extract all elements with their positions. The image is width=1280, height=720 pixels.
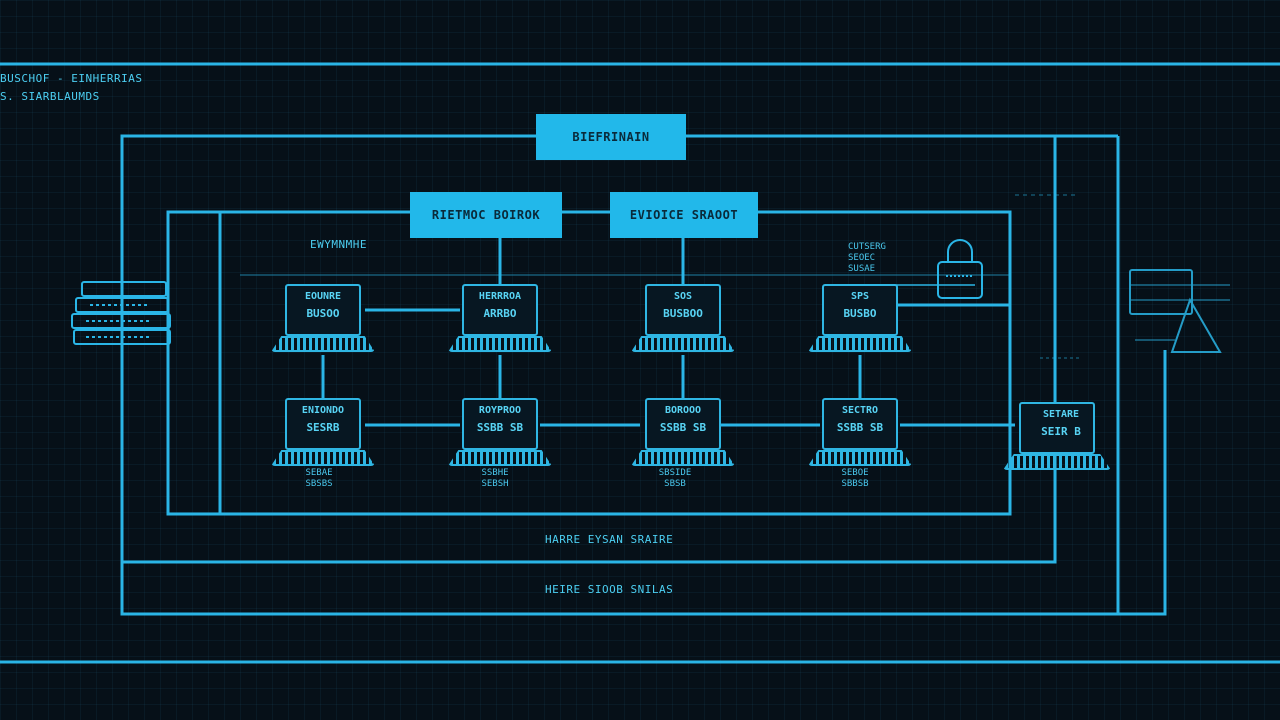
laptop-caption: SEBOE SBBSB <box>841 468 869 489</box>
laptop-subtitle: BUSBO <box>843 307 877 320</box>
security-tag: CUTSERG SEOEC SUSAE <box>848 242 886 274</box>
keyboard-icon <box>631 450 735 466</box>
keyboard-icon <box>808 336 912 352</box>
laptop-subtitle: SSBB SB <box>476 421 524 434</box>
laptop-subtitle: SEIR B <box>1041 425 1081 438</box>
laptop-subtitle: SSBB SB <box>659 421 707 434</box>
top-hub-box[interactable]: BIEFRINAIN <box>536 114 686 160</box>
laptop-title: SETARE <box>1042 409 1080 420</box>
laptop-node-bottom-4[interactable]: SECTRO SSBB SB <box>808 398 912 470</box>
laptop-node-right[interactable]: SETARE SEIR B <box>1003 402 1111 474</box>
monitor-cluster-icon <box>1129 269 1230 353</box>
laptop-title: EOUNRE <box>304 291 342 302</box>
lock-icon <box>937 239 983 299</box>
keyboard-icon <box>448 450 552 466</box>
laptop-subtitle: SSBB SB <box>836 421 884 434</box>
left-network-label: EWYMNMHE <box>310 238 367 251</box>
header-line-1: BUSCHOF - EINHERRIAS <box>0 72 143 85</box>
laptop-subtitle: BUSBOO <box>663 307 703 320</box>
laptop-node-top-4[interactable]: SPS BUSBO <box>808 284 912 356</box>
laptop-node-top-1[interactable]: EOUNRE BUSOO <box>271 284 375 356</box>
keyboard-icon <box>448 336 552 352</box>
laptop-node-bottom-3[interactable]: BOROOO SSBB SB <box>631 398 735 470</box>
keyboard-icon <box>271 450 375 466</box>
laptop-title: ROYPROO <box>478 405 522 416</box>
laptop-caption: SEBAE SBSBS <box>305 468 333 489</box>
laptop-node-top-3[interactable]: SOS BUSBOO <box>631 284 735 356</box>
keyboard-icon <box>631 336 735 352</box>
laptop-node-bottom-2[interactable]: ROYPROO SSBB SB <box>448 398 552 470</box>
laptop-subtitle: ARRBO <box>483 307 517 320</box>
laptop-title: BOROOO <box>664 405 702 416</box>
laptop-title: SECTRO <box>841 405 879 416</box>
laptop-node-bottom-1[interactable]: ENIONDO SESRB <box>271 398 375 470</box>
keyboard-icon <box>1003 454 1111 470</box>
laptop-title: SPS <box>850 291 870 302</box>
keyboard-icon <box>271 336 375 352</box>
laptop-title: ENIONDO <box>301 405 345 416</box>
laptop-caption: SSBHE SEBSH <box>481 468 509 489</box>
laptop-title: SOS <box>673 291 693 302</box>
header-line-2: S. SIARBLAUMDS <box>0 90 100 103</box>
server-icon <box>71 281 171 345</box>
keyboard-icon <box>808 450 912 466</box>
laptop-caption: SBSIDE SBSB <box>658 468 692 489</box>
router-box-right[interactable]: EVIOICE SRAOOT <box>610 192 758 238</box>
laptop-title: HERRROA <box>478 291 522 302</box>
bottom-label-2: HEIRE SIOOB SNILAS <box>545 583 674 596</box>
bottom-label-1: HARRE EYSAN SRAIRE <box>545 533 674 546</box>
laptop-subtitle: BUSOO <box>306 307 340 320</box>
router-box-left[interactable]: RIETMOC BOIROK <box>410 192 562 238</box>
laptop-node-top-2[interactable]: HERRROA ARRBO <box>448 284 552 356</box>
laptop-subtitle: SESRB <box>306 421 340 434</box>
